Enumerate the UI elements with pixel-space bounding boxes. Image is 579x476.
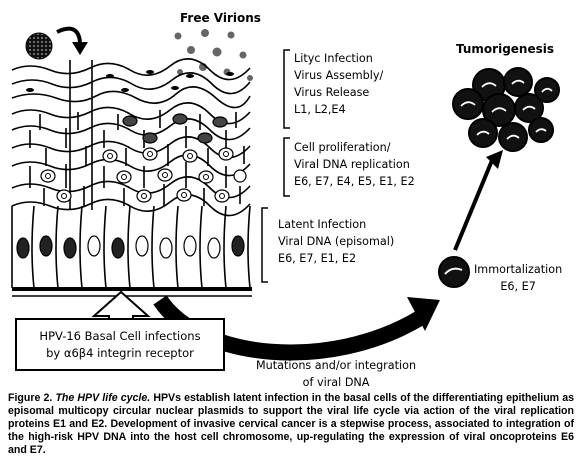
tumor-arrow xyxy=(453,157,495,251)
entry-arrow xyxy=(56,26,82,43)
progression-arrowhead xyxy=(407,297,440,331)
free-virions xyxy=(174,29,253,81)
mutations-label: Mutations and/or integration of viral DN… xyxy=(256,359,417,389)
tumorigenesis-label: Tumorigenesis xyxy=(456,42,554,56)
immortalized-cell xyxy=(438,256,470,288)
caption-prefix: Figure 2. xyxy=(8,392,56,404)
upper-nuclei xyxy=(26,70,234,92)
tumor-cluster xyxy=(452,67,560,152)
stage-brackets xyxy=(261,49,290,283)
entry-arrowhead xyxy=(72,42,88,55)
cell-proliferation-label: Cell proliferation/ Viral DNA replicatio… xyxy=(294,141,415,188)
virion-particle xyxy=(25,32,53,60)
free-virions-label: Free Virions xyxy=(180,11,261,25)
basal-infection-label: HPV-16 Basal Cell infections by α6β4 int… xyxy=(39,329,201,360)
latent-infection-label: Latent Infection Viral DNA (episomal) E6… xyxy=(278,218,395,265)
lytic-infection-label: Lityc Infection Virus Assembly/ Virus Re… xyxy=(294,52,384,116)
figure-caption: Figure 2. The HPV life cycle. HPVs estab… xyxy=(8,392,574,457)
basal-nuclei xyxy=(16,235,245,259)
immortalization-label: Immortalization E6, E7 xyxy=(474,263,563,293)
basal-infection-box: HPV-16 Basal Cell infections by α6β4 int… xyxy=(15,318,225,371)
epithelium xyxy=(11,58,251,289)
infected-nuclei xyxy=(40,113,247,203)
basement-membrane xyxy=(12,287,252,291)
caption-title: The HPV life cycle. xyxy=(55,392,151,404)
caption-body: HPVs establish latent infection in the b… xyxy=(8,392,574,456)
